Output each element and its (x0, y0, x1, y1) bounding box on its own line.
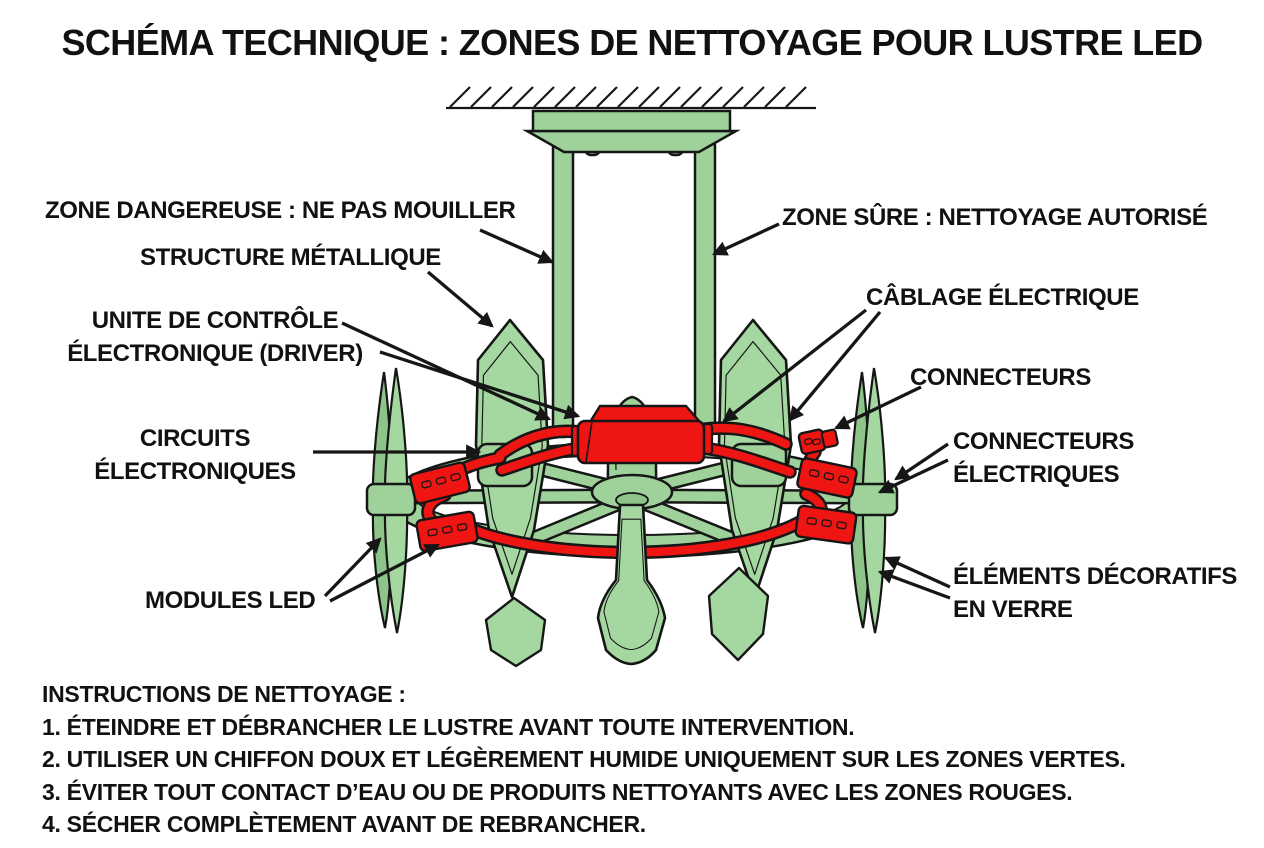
ceiling-canopy (522, 109, 741, 439)
led-module-right-upper (796, 457, 858, 499)
label-modules-led: MODULES LED (145, 587, 316, 614)
central-pendant (596, 503, 667, 666)
led-modules (409, 457, 858, 553)
instruction-step-4: 4. SÉCHER COMPLÈTEMENT AVANT DE REBRANCH… (42, 811, 646, 838)
led-module-left-lower (415, 510, 479, 553)
label-zone-sure: ZONE SÛRE : NETTOYAGE AUTORISÉ (782, 204, 1208, 231)
suspension-rod-right (693, 135, 717, 435)
arrow-modules-led-2 (329, 543, 441, 603)
driver-box (570, 404, 714, 465)
arrow-modules-led-1 (323, 537, 382, 598)
label-circuits-electroniques: CIRCUITS ÉLECTRONIQUES (94, 425, 296, 485)
annotation-arrows (313, 222, 951, 603)
label-structure-metallique: STRUCTURE MÉTALLIQUE (140, 244, 441, 271)
arrow-zone-sure (711, 222, 780, 256)
central-hub (590, 473, 674, 511)
label-elements-decoratifs: ÉLÉMENTS DÉCORATIFS EN VERRE (953, 563, 1237, 623)
glass-drop-left (484, 596, 547, 668)
arrow-structure-metallique (426, 270, 494, 328)
glass-drop-right (707, 566, 770, 662)
instruction-step-3: 3. ÉVITER TOUT CONTACT D’EAU OU DE PRODU… (42, 778, 1073, 805)
instruction-step-1: 1. ÉTEINDRE ET DÉBRANCHER LE LUSTRE AVAN… (42, 713, 855, 740)
instructions-heading: INSTRUCTIONS DE NETTOYAGE : (42, 681, 406, 707)
arrow-elements-decoratifs-2 (877, 569, 951, 600)
arrow-unite-controle-2 (379, 350, 581, 420)
arrow-cablage-2 (788, 310, 882, 422)
led-module-right-lower (794, 504, 858, 545)
arrow-connecteurs-electriques-2 (877, 458, 949, 494)
label-zone-dangereuse: ZONE DANGEREUSE : NE PAS MOUILLER (45, 197, 516, 224)
arrow-connecteurs-electriques-1 (894, 442, 949, 481)
ceiling-hatch (446, 86, 816, 110)
page-title: SCHÉMA TECHNIQUE : ZONES DE NETTOYAGE PO… (61, 22, 1204, 63)
suspension-rod-left (551, 135, 575, 439)
label-connecteurs: CONNECTEURS (910, 364, 1091, 391)
arrow-unite-controle-1 (341, 321, 552, 421)
label-unite-controle: UNITE DE CONTRÔLE ÉLECTRONIQUE (DRIVER) (67, 307, 363, 367)
arrow-zone-dangereuse (479, 228, 555, 264)
cleaning-instructions: INSTRUCTIONS DE NETTOYAGE : 1. ÉTEINDRE … (42, 678, 1126, 841)
arrow-elements-decoratifs-1 (883, 556, 951, 589)
connector-plug (797, 428, 839, 455)
label-cablage-electrique: CÂBLAGE ÉLECTRIQUE (866, 284, 1139, 311)
blade-clamp-left (365, 482, 417, 517)
arrow-connecteurs (833, 385, 922, 430)
label-connecteurs-electriques: CONNECTEURS ÉLECTRIQUES (953, 428, 1134, 488)
instruction-step-2: 2. UTILISER UN CHIFFON DOUX ET LÉGÈREMEN… (42, 746, 1126, 773)
led-module-left-upper (409, 461, 471, 505)
arrow-cablage-1 (722, 308, 868, 423)
